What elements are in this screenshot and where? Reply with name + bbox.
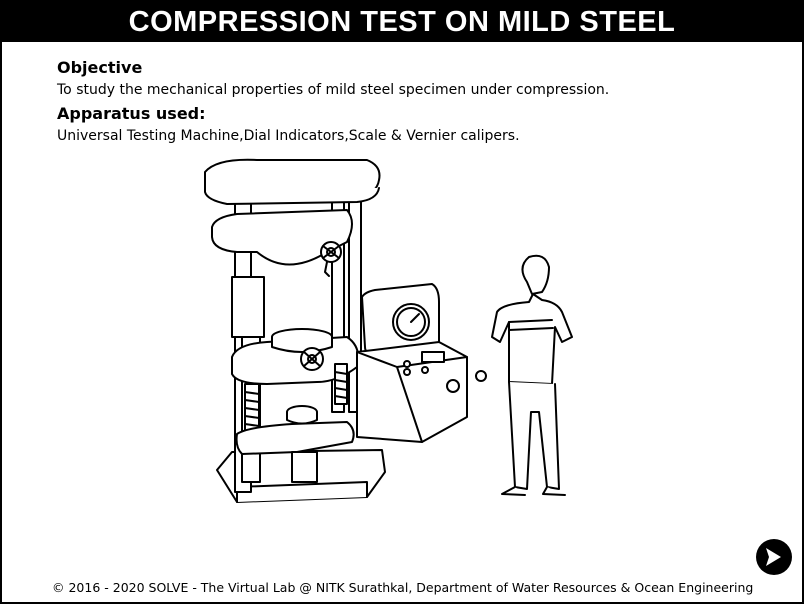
person-icon (491, 254, 573, 496)
arrow-right-icon (766, 548, 781, 566)
next-button[interactable] (756, 539, 792, 575)
objective-text: To study the mechanical properties of mi… (57, 82, 610, 98)
footer-copyright: © 2016 - 2020 SOLVE - The Virtual Lab @ … (52, 580, 754, 595)
page-title: COMPRESSION TEST ON MILD STEEL (2, 2, 802, 42)
apparatus-heading: Apparatus used: (57, 104, 206, 123)
control-console-icon (356, 283, 487, 443)
apparatus-text: Universal Testing Machine,Dial Indicator… (57, 128, 520, 144)
apparatus-illustration (204, 158, 573, 503)
universal-testing-machine-icon (204, 158, 386, 503)
objective-heading: Objective (57, 58, 143, 77)
